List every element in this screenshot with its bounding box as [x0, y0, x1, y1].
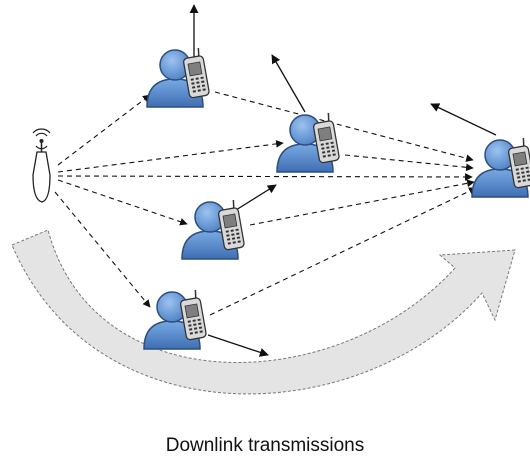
- user-right-motion-arrow: [430, 103, 497, 136]
- link-ap-to-user-top: [57, 94, 151, 166]
- downlink-links: [54, 91, 477, 316]
- user-middle-motion-arrow: [271, 54, 306, 113]
- user-top: [146, 46, 211, 108]
- user-middle: [276, 111, 341, 173]
- link-ap-to-user-center-left: [57, 179, 188, 226]
- access-point-antenna: [32, 128, 51, 203]
- radio-waves-icon: [32, 128, 51, 150]
- link-ap-to-user-right: [57, 173, 473, 181]
- link-ap-to-user-bottom: [54, 191, 151, 308]
- user-center-left-motion-arrow: [235, 184, 277, 211]
- link-user-center-left-to-user-right: [249, 179, 475, 226]
- user-bottom-motion-arrow: [207, 334, 269, 357]
- user-center-left: [181, 198, 246, 260]
- link-ap-to-user-middle: [57, 140, 284, 173]
- diagram-caption: Downlink transmissions: [165, 435, 365, 456]
- link-user-middle-to-user-right: [344, 154, 474, 172]
- user-bottom: [143, 288, 208, 350]
- movement-arrows: [189, 4, 497, 357]
- link-user-top-to-user-right: [214, 91, 474, 162]
- user-right: [471, 136, 530, 198]
- big-curved-arrow: [11, 229, 516, 395]
- link-user-bottom-to-user-right: [209, 187, 477, 316]
